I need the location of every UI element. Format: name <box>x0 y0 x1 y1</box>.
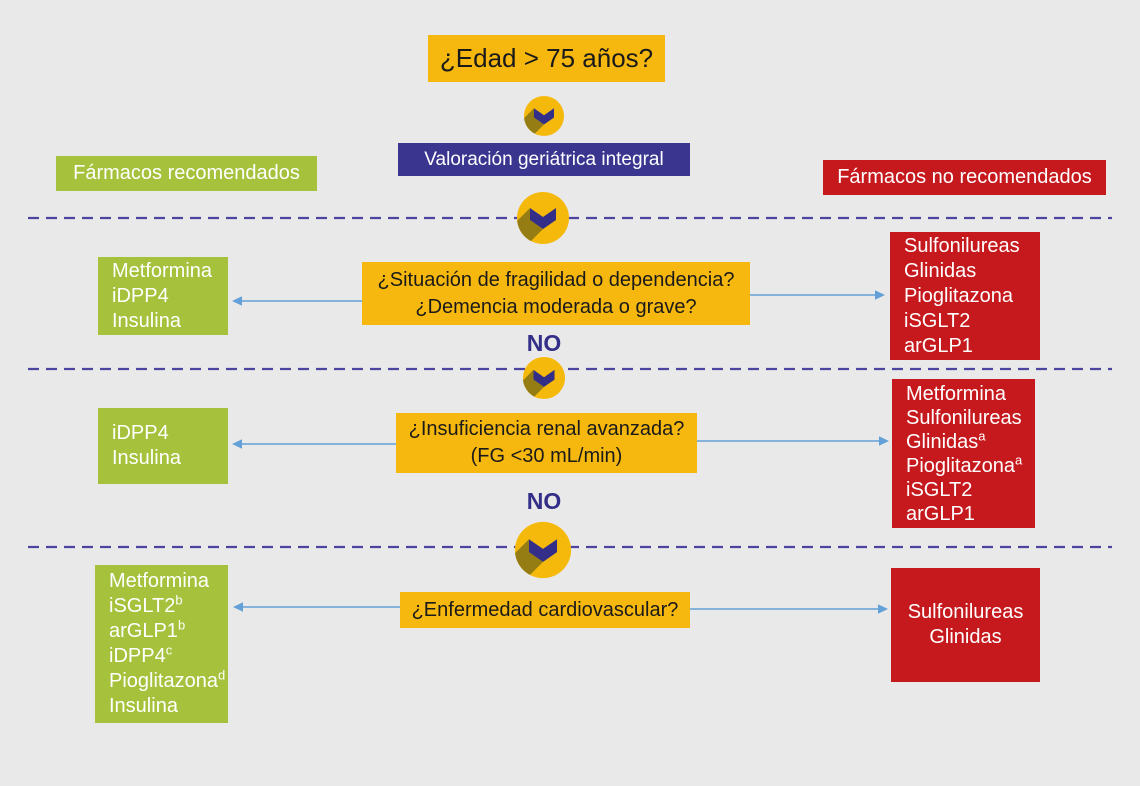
fragility-question-box: ¿Situación de fragilidad o dependencia? ¿… <box>362 262 750 325</box>
flow-down-icon-2 <box>517 192 569 244</box>
drug-item: Metformina <box>109 570 210 592</box>
drug-item: Sulfonilureas <box>906 406 1022 429</box>
arrow-right-section3 <box>690 604 888 614</box>
chevron-long-shadow <box>523 108 544 137</box>
drug-item: arGLP1 <box>904 334 973 357</box>
drug-item: Sulfonilureas <box>904 234 1020 257</box>
question-line: (FG <30 mL/min) <box>470 445 623 467</box>
drug-item: arGLP1b <box>109 617 186 642</box>
drug-item: Metformina <box>906 382 1007 405</box>
chevron-long-shadow <box>522 369 544 400</box>
age-question-box: ¿Edad > 75 años? <box>428 35 665 82</box>
footnote-marker: b <box>175 592 183 608</box>
drug-item: iSGLT2b <box>109 592 183 617</box>
drug-item: iDPP4 <box>112 284 169 307</box>
not-recommended-column-header: Fármacos no recomendados <box>823 160 1106 195</box>
flow-down-icon-1 <box>523 95 565 137</box>
drug-item: Insulina <box>109 695 178 717</box>
drug-item: iSGLT2 <box>906 478 973 501</box>
drug-item: Metformina <box>112 259 213 282</box>
drug-item: Glinidasa <box>906 427 986 453</box>
arrow-left-section3 <box>233 602 400 612</box>
question-line: ¿Enfermedad cardiovascular? <box>411 598 679 621</box>
cardiovascular-question-box: ¿Enfermedad cardiovascular? <box>400 592 690 628</box>
drug-item: Insulina <box>112 309 181 332</box>
footnote-marker: c <box>165 642 173 658</box>
arrow-left-section1 <box>232 296 362 306</box>
recommended-column-header: Fármacos recomendados <box>56 156 317 191</box>
footnote-marker: a <box>1014 451 1023 467</box>
drug-item: iDPP4c <box>109 642 173 667</box>
drug-item: iSGLT2 <box>904 309 971 332</box>
drug-item: Pioglitazonaa <box>906 451 1023 477</box>
drug-item: iDPP4 <box>112 422 169 444</box>
drug-item: Sulfonilureas <box>907 601 1024 623</box>
chevron-long-shadow <box>517 208 543 244</box>
question-line: ¿Situación de fragilidad o dependencia? <box>377 268 735 291</box>
flow-down-icon-4 <box>514 521 572 579</box>
drug-item: Insulina <box>112 447 181 469</box>
drug-item: Pioglitazona <box>904 284 1013 307</box>
chevron-down-icon <box>533 369 555 387</box>
chevron-long-shadow <box>514 539 543 579</box>
no-label: NO <box>526 330 562 356</box>
renal-question-box: ¿Insuficiencia renal avanzada? (FG <30 mL… <box>396 413 697 473</box>
drug-item: Glinidas <box>904 259 977 282</box>
footnote-marker: b <box>177 617 186 633</box>
drug-item: Pioglitazonad <box>109 667 226 692</box>
question-line: ¿Demencia moderada o grave? <box>415 295 697 318</box>
arrow-right-section2 <box>697 436 889 446</box>
chevron-down-icon <box>528 539 558 562</box>
connector-arrows <box>232 290 889 614</box>
footnote-marker: a <box>978 427 986 443</box>
footnote-marker: d <box>217 667 226 683</box>
chevron-down-icon <box>533 108 555 125</box>
flow-down-icon-3 <box>522 356 566 400</box>
arrow-left-section2 <box>232 439 396 449</box>
drug-item: Glinidas <box>929 626 1002 648</box>
geriatric-assessment-box: Valoración geriátrica integral <box>398 143 690 176</box>
question-line: ¿Insuficiencia renal avanzada? <box>408 418 685 440</box>
drug-item: arGLP1 <box>906 502 975 525</box>
no-label: NO <box>526 488 562 514</box>
chevron-down-icon <box>530 208 556 229</box>
arrow-right-section1 <box>750 290 885 300</box>
